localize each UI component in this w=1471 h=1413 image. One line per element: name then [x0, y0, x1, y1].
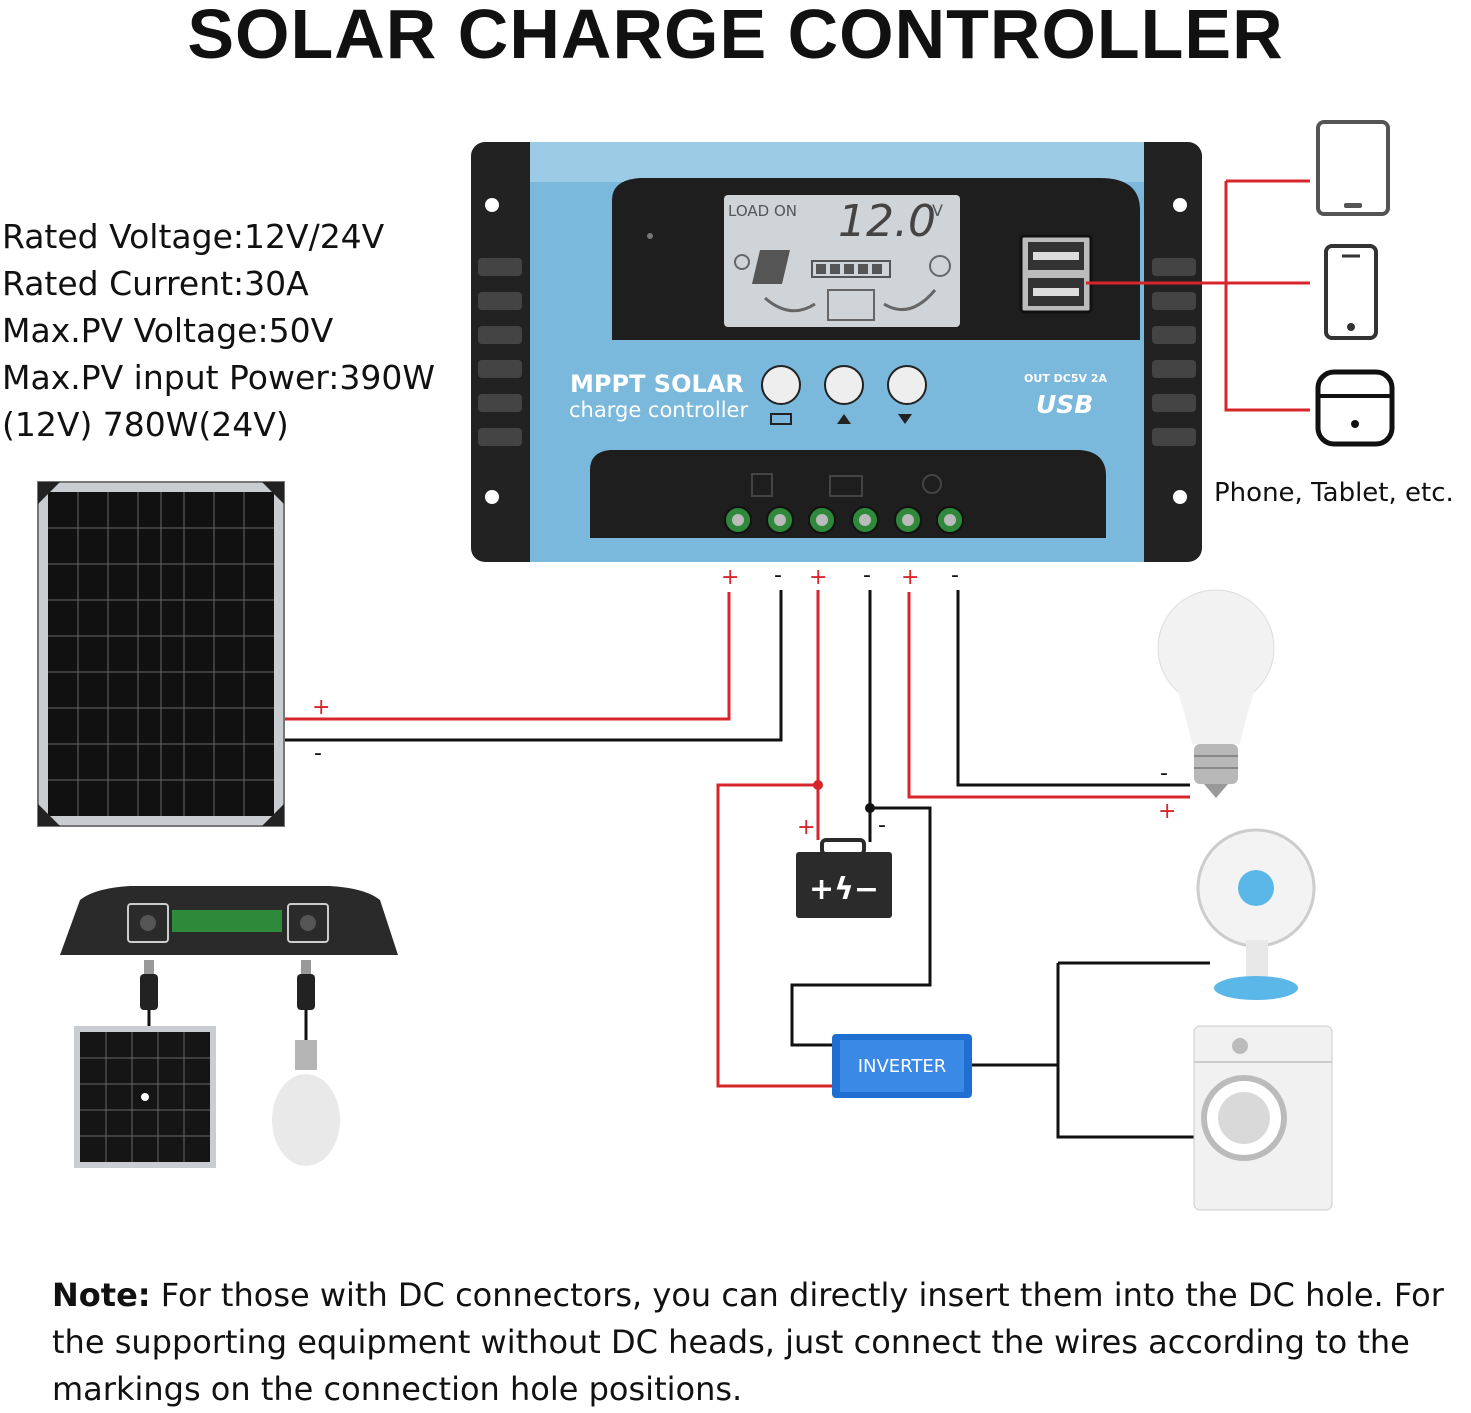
small-bulb-icon: [272, 1040, 340, 1166]
usb-ports[interactable]: [1019, 234, 1093, 314]
menu-button[interactable]: [761, 365, 801, 425]
spec-rated-current: Rated Current:30A: [2, 264, 309, 303]
usb-logo: USB: [1036, 390, 1093, 419]
light-bulb-icon: [1157, 589, 1275, 798]
down-button[interactable]: [887, 365, 927, 424]
note-text: For those with DC connectors, you can di…: [52, 1276, 1444, 1408]
lcd-battery-face-icon: [827, 289, 875, 321]
solar-panel-icon: [37, 481, 285, 827]
note-paragraph: Note: For those with DC connectors, you …: [52, 1272, 1452, 1413]
polarity-load-minus: -: [951, 563, 959, 588]
terminal-bulb-icon: [922, 474, 942, 494]
terminal-load-minus: [936, 506, 964, 534]
lcd-arrow-right-icon: [883, 289, 937, 312]
battery-icon: +ϟ−: [796, 838, 892, 918]
up-button[interactable]: [824, 365, 864, 424]
page-title: SOLAR CHARGE CONTROLLER: [187, 0, 1284, 73]
terminal-battery-icon: [829, 475, 863, 497]
small-solar-panel-icon: [74, 1026, 216, 1168]
usb-rating: OUT DC5V 2A: [1024, 372, 1107, 385]
junction-battery-plus: [813, 780, 823, 790]
dc-cable-right: [297, 960, 315, 1040]
label-panel-plus: +: [312, 695, 330, 720]
lcd-sun-icon: [734, 254, 750, 270]
tablet-icon: [1316, 120, 1390, 216]
phone-icon: [1324, 244, 1378, 340]
label-bulb-plus: +: [1158, 799, 1176, 824]
terminal-pv-minus: [766, 506, 794, 534]
lcd-battery-level-icon: [811, 260, 891, 278]
label-bulb-minus: -: [1160, 761, 1168, 786]
terminal-panel-icon: [751, 473, 773, 497]
washing-machine-icon: [1193, 1025, 1333, 1211]
terminal-battery-plus: [808, 506, 836, 534]
lcd-bulb-icon: [929, 255, 951, 277]
label-battery-minus: -: [878, 813, 886, 838]
inverter-label: INVERTER: [858, 1056, 947, 1077]
spec-max-pv-voltage: Max.PV Voltage:50V: [2, 311, 334, 350]
polarity-pv-minus: -: [774, 563, 782, 588]
spec-max-pv-power: Max.PV input Power:390W: [2, 358, 435, 397]
terminal-load-plus: [894, 506, 922, 534]
fan-icon: [1196, 828, 1316, 1000]
lcd-arrow-left-icon: [764, 296, 816, 313]
label-panel-minus: -: [314, 741, 322, 766]
spec-rated-voltage: Rated Voltage:12V/24V: [2, 217, 385, 256]
lcd-value: 12.0: [838, 196, 936, 247]
dc-port-controller-icon: [60, 886, 398, 955]
devices-caption: Phone, Tablet, etc.: [1214, 478, 1454, 508]
junction-battery-minus: [865, 803, 875, 813]
earbuds-case-icon: [1315, 369, 1395, 447]
terminal-battery-minus: [851, 506, 879, 534]
lcd-status: LOAD ON: [728, 202, 797, 220]
polarity-battery-plus: +: [809, 565, 827, 590]
inverter-icon: INVERTER: [832, 1034, 972, 1098]
polarity-load-plus: +: [901, 565, 919, 590]
wires: [284, 179, 1310, 1139]
dc-cable-left: [140, 960, 158, 1030]
note-label: Note:: [52, 1276, 151, 1314]
brand-line1: MPPT SOLAR: [570, 370, 744, 398]
battery-symbol: +ϟ−: [809, 872, 879, 907]
lcd-unit: V: [932, 201, 943, 220]
spec-max-pv-power-24v: (12V) 780W(24V): [2, 405, 289, 444]
polarity-pv-plus: +: [721, 565, 739, 590]
polarity-battery-minus: -: [863, 563, 871, 588]
lcd-panel-icon: [752, 250, 790, 284]
charge-controller: LOAD ON 12.0 V: [471, 142, 1202, 562]
label-battery-plus: +: [797, 815, 815, 840]
terminal-pv-plus: [724, 506, 752, 534]
brand-line2: charge controller: [569, 398, 748, 422]
